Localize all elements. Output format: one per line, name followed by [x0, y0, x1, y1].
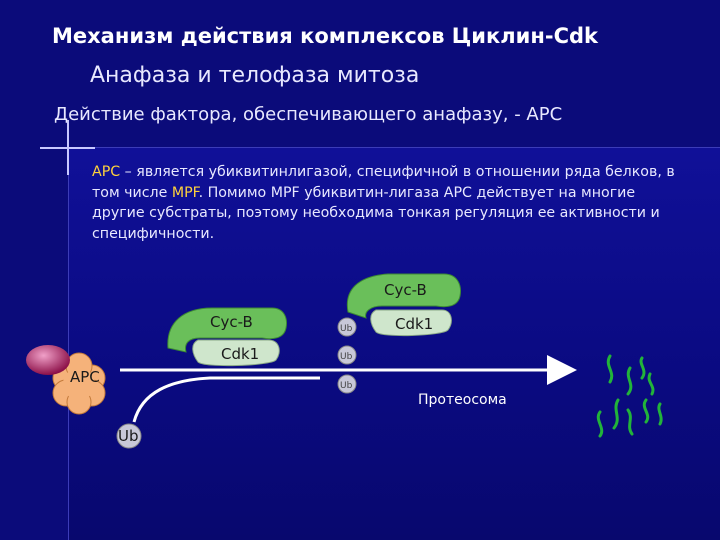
- apc-label: APC: [70, 368, 100, 386]
- cyc-b-right-label: Cyc-B: [384, 281, 427, 299]
- ub-chain-2-label: Ub: [340, 352, 353, 362]
- slide-subtitle: Анафаза и телофаза митоза: [90, 63, 420, 88]
- ub-free-circle: [116, 423, 142, 449]
- mpf-highlight: MPF: [171, 184, 199, 201]
- proteasome-label: Протеосома: [418, 392, 507, 408]
- ub-chain-1: [337, 317, 357, 337]
- decorative-cross-vertical: [67, 120, 69, 175]
- divider-line-vertical: [68, 132, 69, 540]
- cyc-b-left-label: Cyc-B: [210, 313, 253, 331]
- cdk1-right-shape: [370, 309, 452, 337]
- ub-chain-3: [337, 374, 357, 394]
- description-paragraph: APC – является убиквитинлигазой, специфи…: [92, 162, 682, 244]
- description-text-2: . Помимо MPF убиквитин-лигаза APC действ…: [92, 184, 660, 242]
- cdk1-left-shape: [192, 339, 280, 367]
- curved-arrow: [132, 376, 320, 423]
- slide-title: Механизм действия комплексов Циклин-Cdk: [52, 24, 598, 48]
- ub-chain-2: [337, 345, 357, 365]
- divider-line-horizontal: [40, 147, 720, 148]
- description-text-1: – является убиквитинлигазой, специфичной…: [92, 164, 675, 201]
- ub-chain-1-label: Ub: [340, 324, 353, 334]
- cdk1-right-label: Cdk1: [395, 315, 433, 333]
- protein-fragments: [596, 354, 663, 438]
- cyc-b-right-shape: [346, 273, 461, 319]
- cyc-b-left-shape: [167, 307, 287, 353]
- ub-chain-3-label: Ub: [340, 381, 353, 391]
- apc-highlight: APC: [92, 164, 121, 180]
- section-heading: Действие фактора, обеспечивающего анафаз…: [54, 104, 563, 125]
- pink-ball: [26, 345, 70, 375]
- cdk1-left-label: Cdk1: [221, 345, 259, 363]
- ub-free-label: Ub: [118, 427, 139, 445]
